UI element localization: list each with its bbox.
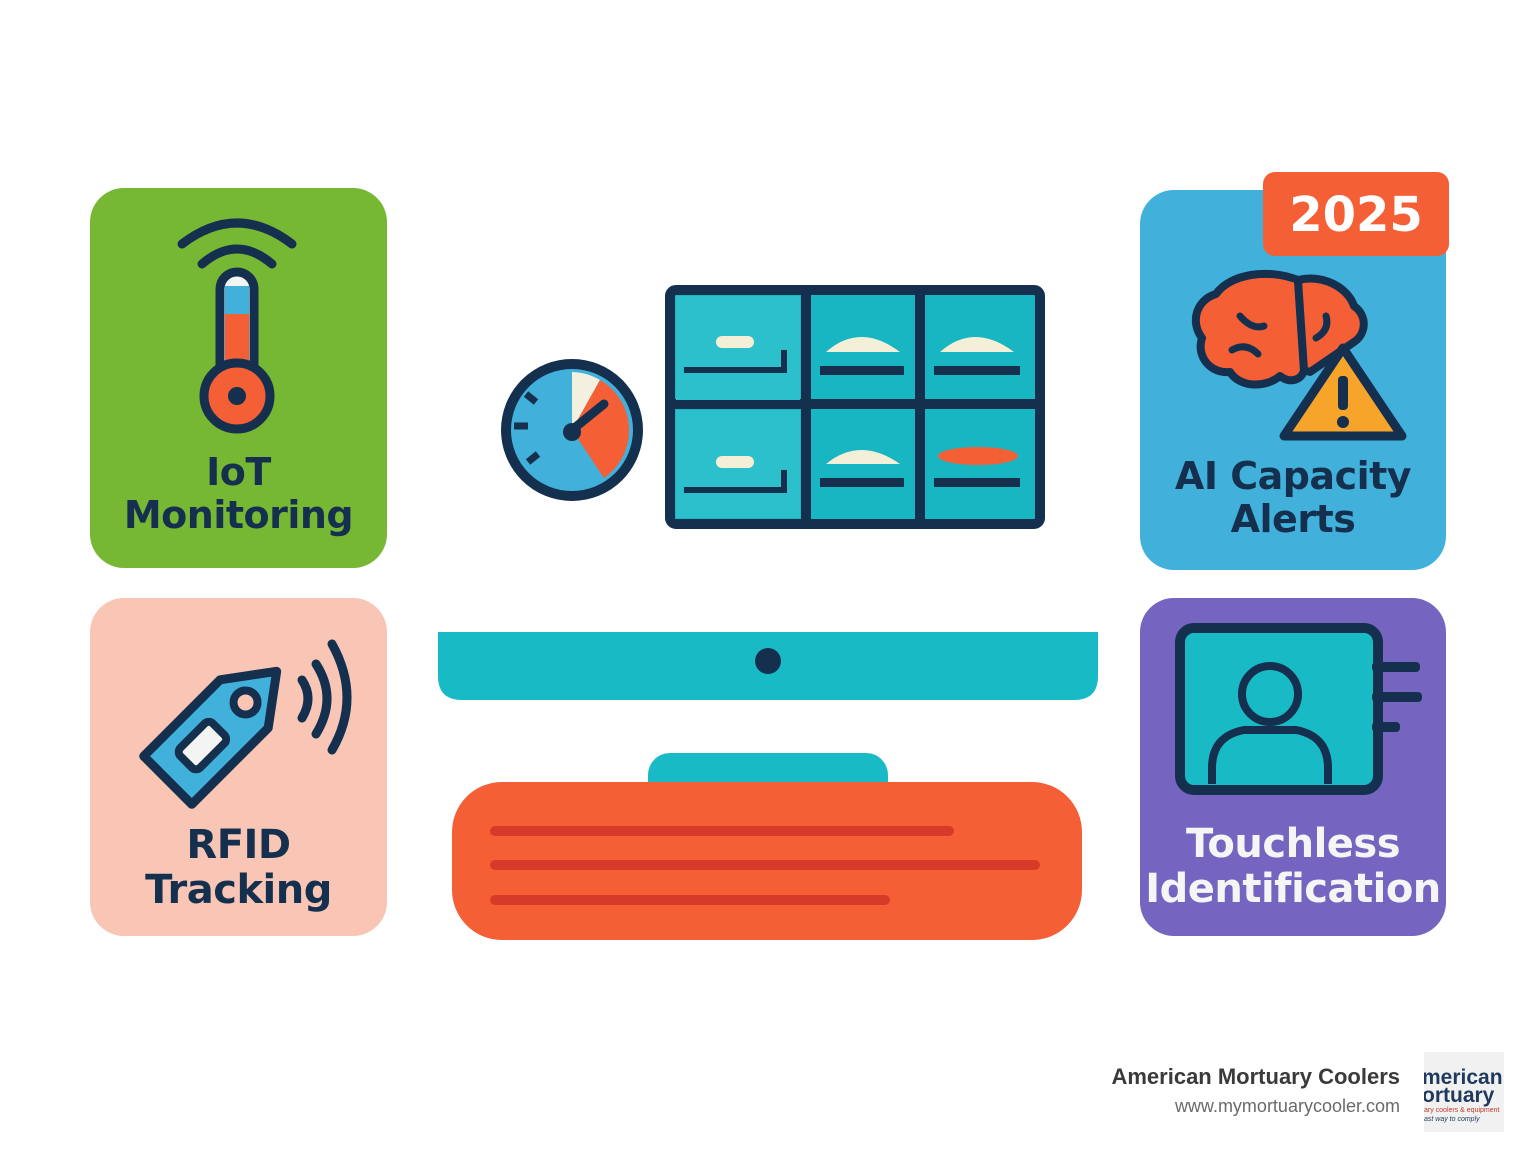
iot-monitoring-label: IoT Monitoring [90,451,387,536]
rfid-label-line1: RFID [186,822,291,868]
iot-monitoring-card: IoT Monitoring [90,188,387,568]
brain-warning-icon [1191,269,1407,441]
ai-capacity-alerts-label: AI Capacity Alerts [1140,455,1446,540]
ai-label-line1: AI Capacity [1174,454,1412,498]
status-panel [452,782,1082,940]
touchless-identification-label: Touchless Identification [1140,822,1446,912]
brand-logo: merican ortuary ary coolers & equipment … [1424,1052,1504,1132]
thermometer-wifi-icon [177,218,297,434]
rfid-tracking-label: RFID Tracking [90,823,387,913]
logo-line2: ortuary [1424,1084,1495,1107]
touchless-identification-card: Touchless Identification [1140,598,1446,936]
rfid-tag-icon [139,639,352,809]
touchless-label-line1: Touchless [1185,821,1401,867]
brand-block: American Mortuary Coolers www.mymortuary… [1111,1064,1400,1117]
iot-label-line2: Monitoring [123,492,354,537]
brand-url: www.mymortuarycooler.com [1174,1096,1400,1116]
display-bar [438,632,1098,700]
rfid-tracking-card: RFID Tracking [90,598,387,936]
id-card-icon [1175,623,1422,795]
rfid-label-line2: Tracking [145,866,332,913]
logo-line3: ary coolers & equipment [1424,1107,1500,1114]
touchless-label-line2: Identification [1145,865,1441,912]
iot-label-line1: IoT [206,450,271,494]
logo-line4: ast way to comply [1424,1116,1480,1123]
gauge-icon [501,359,643,501]
cooler-grid-icon [665,285,1045,529]
ai-label-line2: Alerts [1230,496,1356,541]
logo-line1: merican [1424,1066,1503,1089]
year-badge: 2025 [1263,172,1449,256]
brand-name: American Mortuary Coolers [1111,1064,1400,1089]
